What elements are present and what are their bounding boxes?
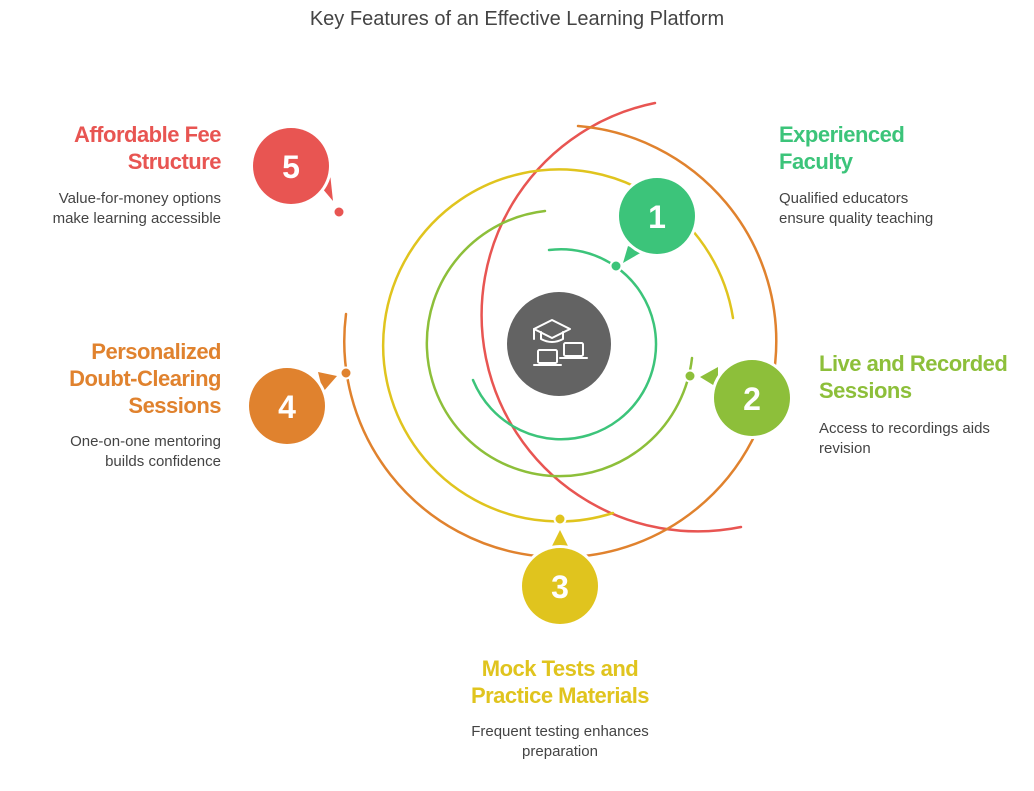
ring-3-marker [553, 512, 567, 526]
badge-5: 5 [250, 125, 333, 207]
badge-5-number: 5 [282, 149, 300, 185]
ring-4 [343, 124, 778, 559]
feature-5-title: Affordable Fee Structure [73, 122, 222, 174]
ring-2 [425, 209, 694, 478]
feature-1-description: Qualified educators ensure quality teach… [779, 190, 934, 227]
ring-1-marker [609, 259, 623, 273]
feature-4-title: Personalized Doubt-Clearing Sessions [69, 339, 221, 418]
feature-2-description: Access to recordings aids revision [819, 420, 990, 457]
ring-5 [480, 101, 743, 533]
badge-3-number: 3 [551, 569, 569, 605]
ring-2-marker [683, 369, 697, 383]
badge-4: 4 [246, 365, 337, 447]
feature-2-title: Live and Recorded Sessions [819, 351, 1008, 403]
diagram-title: Key Features of an Effective Learning Pl… [309, 8, 725, 30]
feature-3-title: Mock Tests and Practice Materials [470, 656, 650, 708]
badge-3: 3 [519, 530, 601, 627]
ring-4-marker [339, 366, 353, 380]
badge-2: 2 [700, 357, 793, 439]
ring-5-marker [332, 205, 346, 219]
graduation-cap-and-laptops-icon [533, 319, 588, 366]
center-hub [507, 292, 611, 396]
badge-4-number: 4 [278, 389, 296, 425]
badge-1: 1 [616, 175, 698, 263]
badge-2-number: 2 [743, 381, 761, 417]
feature-3-description: Frequent testing enhances preparation [471, 723, 649, 760]
badge-1-number: 1 [648, 199, 666, 235]
feature-4-description: One-on-one mentoring builds confidence [70, 433, 221, 470]
feature-1-title: Experienced Faculty [779, 122, 905, 174]
feature-5-description: Value-for-money options make learning ac… [52, 190, 221, 227]
